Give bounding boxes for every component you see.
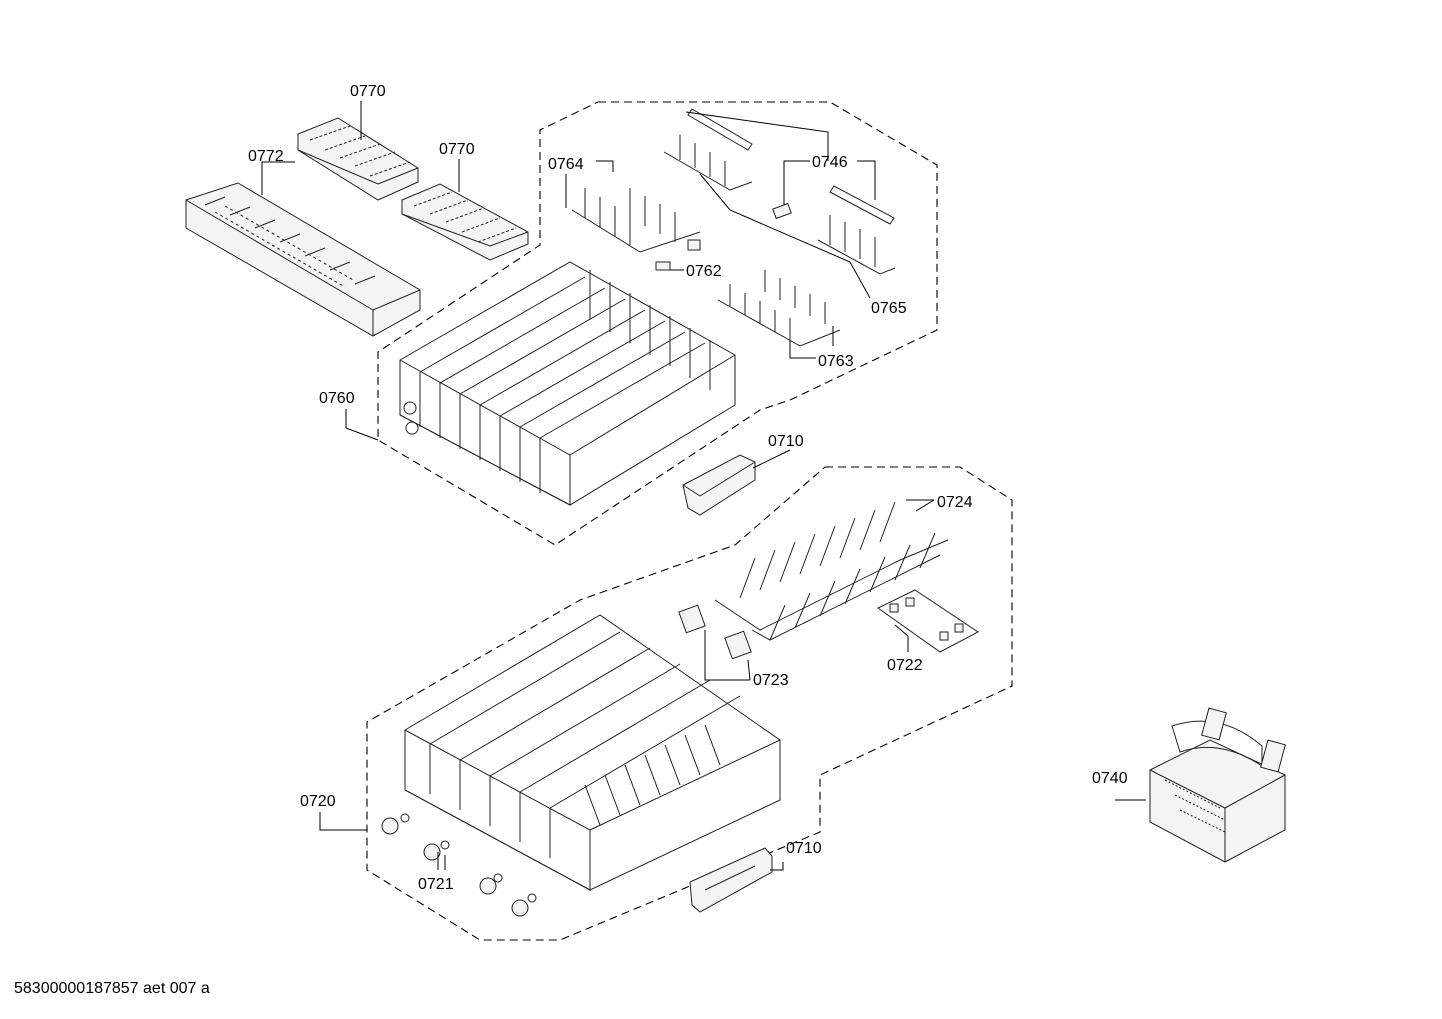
lower-basket-0720 [404,614,781,891]
label-0765: 0765 [871,300,907,317]
label-0760: 0760 [319,390,355,407]
clips-0762 [655,239,701,271]
folding-rack-0770-b [401,183,529,261]
tine-row-0763 [717,270,841,347]
upper-basket-group-outline [377,101,938,546]
label-0710-a: 0710 [768,433,804,450]
document-id: 58300000187857 aet 007 a [14,980,210,997]
handle-0710-b [689,847,773,913]
plate-rack-0724 [714,501,949,641]
handle-0710-a [682,454,756,516]
cutlery-basket-0740 [1149,707,1286,863]
label-0764: 0764 [548,156,584,173]
label-0724: 0724 [937,494,973,511]
label-0746: 0746 [812,154,848,171]
cup-rack-0764 [571,188,701,253]
label-0762: 0762 [686,263,722,280]
label-0770-a: 0770 [350,83,386,100]
folding-rack-0770-a [297,117,419,201]
label-0710-b: 0710 [786,840,822,857]
holders-0723 [678,604,752,660]
spike-rack-0746-a [663,108,753,191]
lower-basket-group-outline [366,466,1013,941]
wheels-0721 [381,813,537,917]
label-0763: 0763 [818,353,854,370]
label-0721: 0721 [418,876,454,893]
label-0740: 0740 [1092,770,1128,787]
label-0720: 0720 [300,793,336,810]
label-0772: 0772 [248,148,284,165]
callout-labels: 0770 0772 0770 0764 0746 0762 0765 0763 … [248,83,1128,893]
leader-lines [261,101,1146,871]
label-0723: 0723 [753,672,789,689]
clip-0746 [772,202,792,220]
label-0770-b: 0770 [439,141,475,158]
clip-set-0722 [877,589,979,653]
cutlery-tray-0772 [185,182,421,337]
label-0722: 0722 [887,657,923,674]
upper-basket-0760 [399,261,736,506]
spike-rack-0746-b [817,185,896,275]
